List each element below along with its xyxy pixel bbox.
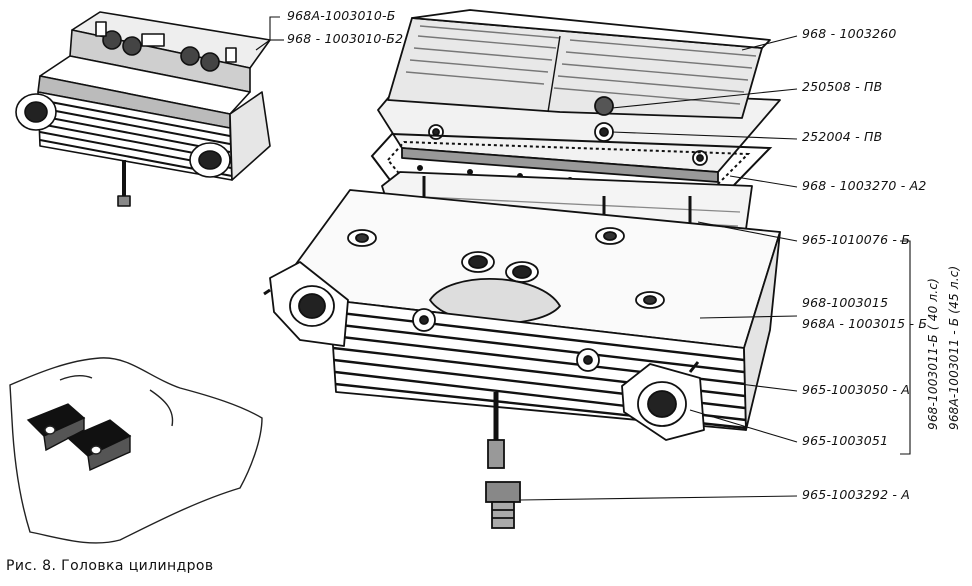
label-plug-adaptor: 965-1003292 - А (802, 487, 911, 502)
label-valve-cover: 968 - 1003260 (802, 26, 897, 41)
label-vertical-45hp: 968А-1003011 - Б (45 л.с) (947, 265, 961, 430)
label-head-assembly-b: 968 - 1003010-Б2 (287, 31, 404, 46)
label-vertical-40hp: 968-1003011-Б ( 40 л.с) (926, 278, 940, 430)
label-washer: 252004 - ПВ (802, 129, 883, 144)
label-valve-guide: 965-1003051 (802, 433, 889, 448)
leader-lines (255, 16, 911, 501)
vehicle-location-inset (9, 357, 263, 544)
assembled-head-illustration (15, 11, 271, 207)
figure-caption: Рис. 8. Головка цилиндров (6, 558, 214, 574)
label-nut: 250508 - ПВ (802, 79, 883, 94)
label-head-assembly-a: 968А-1003010-Б (287, 8, 396, 23)
cylinder-head-illustration (263, 171, 781, 441)
label-valve-seat: 965-1003050 - А (802, 382, 911, 397)
label-head-b: 968А - 1003015 - Б (802, 316, 928, 331)
label-gasket: 968 - 1003270 - А2 (802, 178, 927, 193)
plug-illustration (485, 392, 521, 529)
label-stud: 965-1010076 - Б (802, 232, 911, 247)
label-head-a: 968-1003015 (802, 295, 889, 310)
valve-cover-illustration (377, 9, 781, 183)
